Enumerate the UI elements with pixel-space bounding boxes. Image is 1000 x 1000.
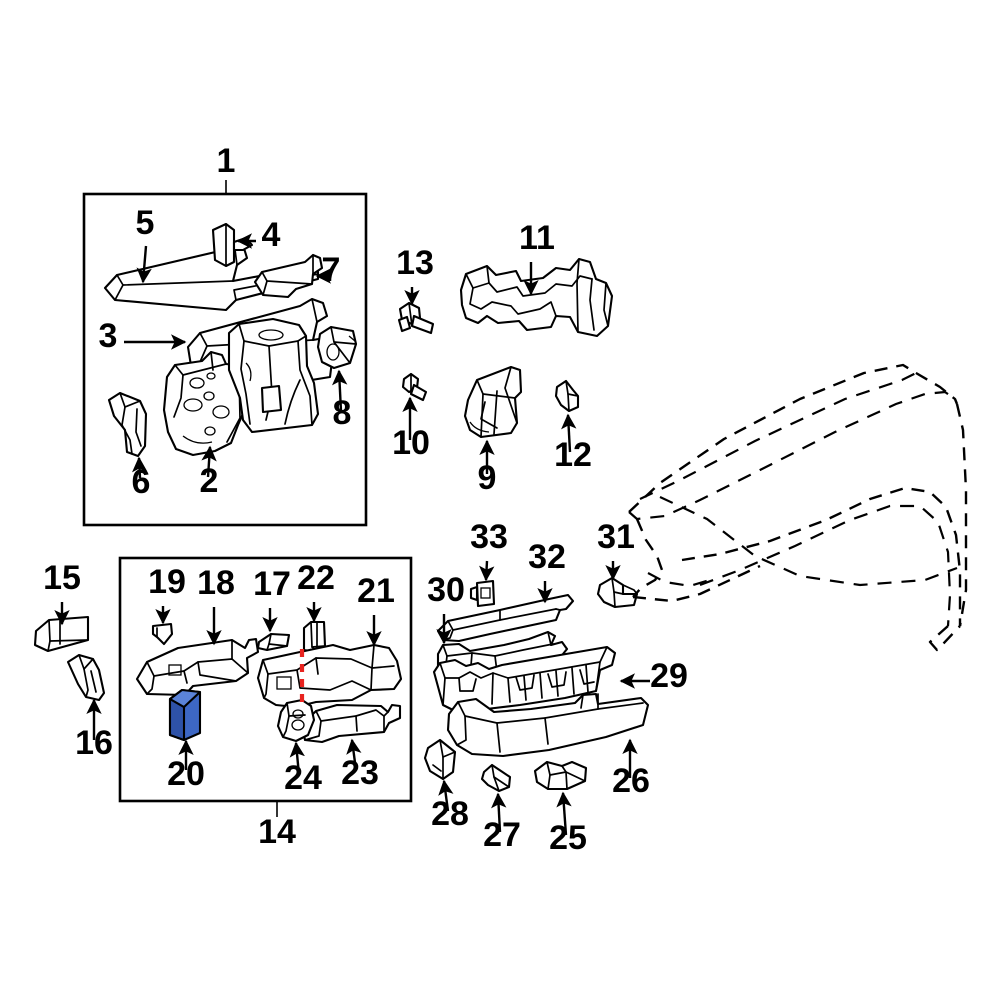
callout-26: 26 (612, 762, 650, 800)
callout-22: 22 (297, 559, 335, 597)
part-26-radiator-support-lower-member (446, 692, 650, 758)
callout-25: 25 (549, 819, 587, 857)
callout-16: 16 (75, 724, 113, 762)
part-19-small-v-bracket (151, 622, 174, 646)
callout-numbers: 1 2 3 4 5 6 7 8 9 10 11 12 13 14 15 16 1… (43, 142, 688, 857)
group-box-14 (118, 556, 413, 817)
part-8-apron-rear-corner-bracket (316, 325, 358, 370)
part-18-front-side-member-front-section (135, 637, 260, 697)
part-31-fender-mounting-bracket (596, 576, 639, 609)
part-15-rectangular-spacer-block (33, 615, 90, 653)
callout-8: 8 (333, 394, 352, 432)
callout-12: 12 (554, 436, 592, 474)
part-24-member-gusset-plate (276, 698, 316, 743)
part-33-square-grommet-plate (469, 579, 496, 608)
callout-2: 2 (200, 462, 219, 500)
part-9-battery-tray-support-bracket (463, 365, 523, 439)
callout-4: 4 (262, 216, 281, 254)
callout-33: 33 (470, 518, 508, 556)
part-23-side-member-lower-extension (300, 703, 402, 744)
part-25-small-angled-clip (533, 760, 588, 791)
part-11-cowl-side-panel-reinforcement (459, 257, 614, 338)
callout-18: 18 (197, 564, 235, 602)
part-7-apron-short-rail-segment (253, 253, 324, 299)
callout-29: 29 (650, 657, 688, 695)
part-32-radiator-support-top-rail (436, 593, 575, 643)
part-20-highlighted-mounting-bracket (168, 688, 202, 742)
callout-20: 20 (167, 755, 205, 793)
callout-27: 27 (483, 816, 521, 854)
front-fender-outline-phantom (628, 363, 968, 652)
callout-28: 28 (431, 795, 469, 833)
callout-6: 6 (132, 463, 151, 501)
callout-3: 3 (99, 317, 118, 355)
part-27-small-tab-bracket (480, 763, 512, 793)
part-28-angled-brace-bracket (423, 738, 457, 781)
callout-32: 32 (528, 538, 566, 576)
callout-13: 13 (396, 244, 434, 282)
part-13-stud-bolt-fastener (397, 301, 435, 335)
callout-24: 24 (284, 759, 322, 797)
callout-23: 23 (341, 754, 379, 792)
callout-21: 21 (357, 572, 395, 610)
part-21-front-side-member-rear-section (256, 643, 403, 709)
leader-lines (54, 233, 650, 836)
callout-19: 19 (148, 563, 186, 601)
group-box-1 (82, 180, 368, 527)
part-6-apron-front-reinforcement-channel (107, 391, 148, 458)
part-29-radiator-support-center-member (432, 645, 617, 713)
part-2-shock-tower-dome (227, 317, 320, 434)
callout-14: 14 (258, 813, 296, 851)
callout-7: 7 (322, 251, 341, 289)
part-12-small-clip-bracket (554, 379, 580, 413)
part-17-small-wedge-plate (256, 632, 291, 652)
part-10-small-stud-fastener (401, 372, 428, 402)
callout-17: 17 (253, 565, 291, 603)
callout-31: 31 (597, 518, 635, 556)
callout-11: 11 (519, 219, 555, 257)
callout-1: 1 (217, 142, 236, 180)
callout-30: 30 (427, 571, 465, 609)
callout-10: 10 (392, 424, 430, 462)
part-16-curved-support-bracket (66, 653, 106, 702)
callout-15: 15 (43, 559, 81, 597)
callout-5: 5 (136, 204, 155, 242)
callout-9: 9 (478, 459, 497, 497)
